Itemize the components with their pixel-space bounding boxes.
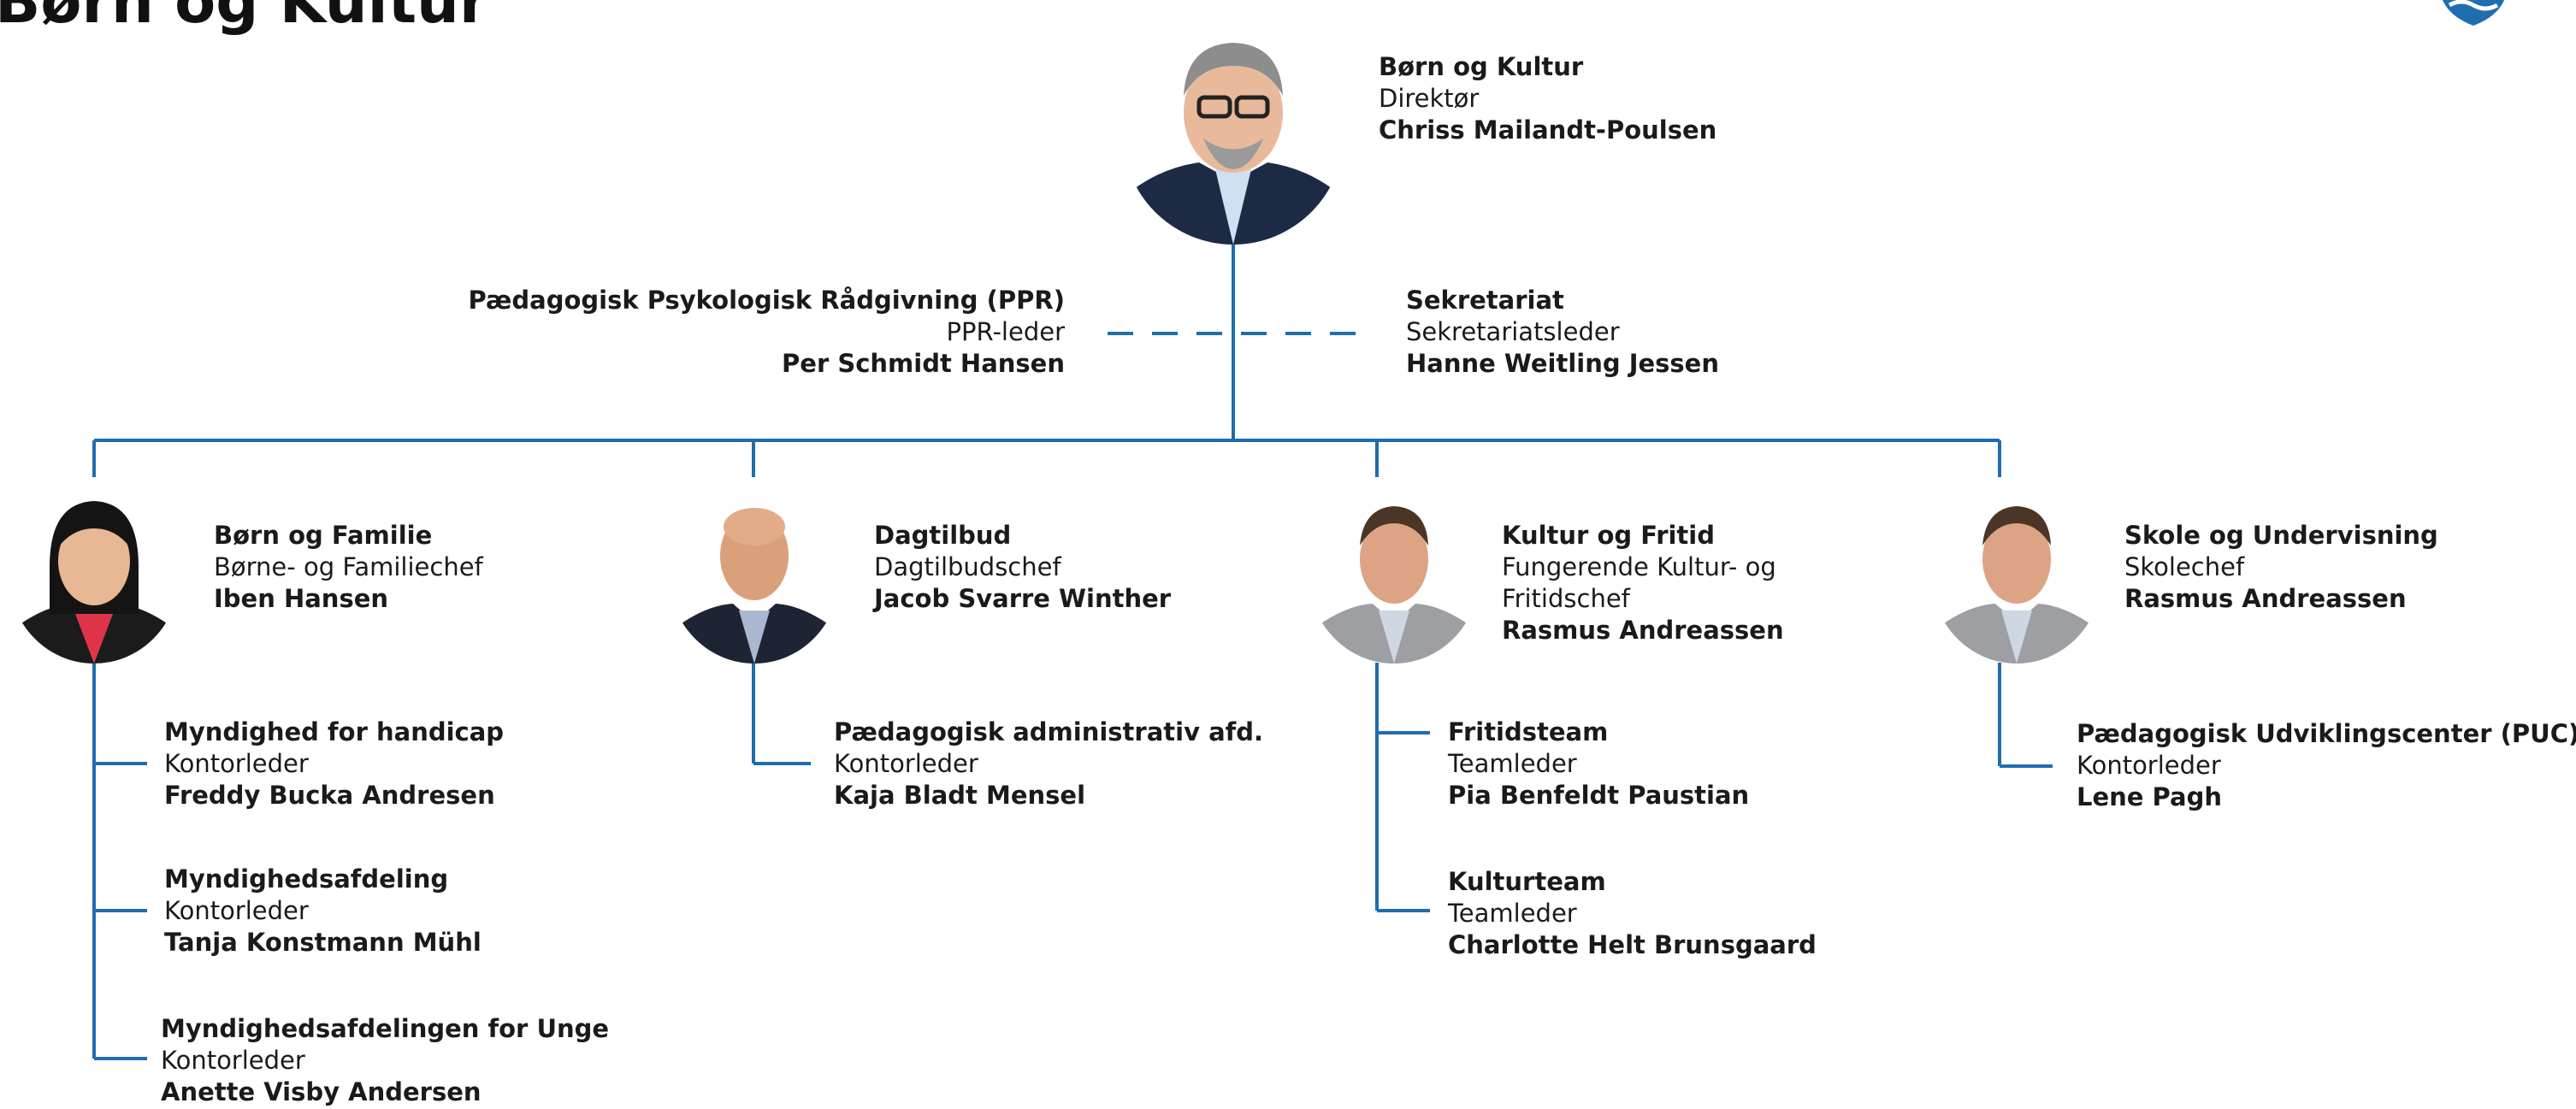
subunit-role: Kontorleder [164, 749, 309, 778]
subunit-unit: Fritidsteam [1448, 717, 1609, 746]
subunit-role: Kontorleder [2077, 751, 2221, 780]
department-person: Jacob Svarre Winther [874, 584, 1172, 613]
department-head-photo [669, 486, 840, 664]
staff-unit-ppr: Pædagogisk Psykologisk Rådgivning (PPR) … [469, 285, 1065, 380]
department-role: Fungerende Kultur- og Fritidschef [1502, 552, 1776, 613]
subunit-role: Kontorleder [164, 896, 309, 925]
department-person: Rasmus Andreassen [1502, 616, 1784, 645]
department-unit: Børn og Familie [214, 521, 433, 550]
subunit-info: Myndighedsafdeling Kontorleder Tanja Kon… [164, 864, 482, 959]
subunit-info: Pædagogisk administrativ afd. Kontorlede… [834, 717, 1263, 811]
department-role: Skolechef [2124, 552, 2245, 581]
municipality-crest-icon [2443, 0, 2504, 26]
staff-unit-role: Sekretariatsleder [1406, 317, 1620, 346]
subunit-unit: Pædagogisk Udviklingscenter (PUC) [2077, 719, 2576, 748]
director-photo [1122, 19, 1344, 245]
department-role: Dagtilbudschef [874, 552, 1061, 581]
subunit-info: Pædagogisk Udviklingscenter (PUC) Kontor… [2077, 718, 2576, 813]
department-role: Børne- og Familiechef [214, 552, 483, 581]
director-person: Chriss Mailandt-Poulsen [1379, 115, 1717, 145]
staff-unit-sekretariat: Sekretariat Sekretariatsleder Hanne Weit… [1406, 285, 1719, 380]
subunit-unit: Kulturteam [1448, 867, 1606, 896]
subunit-person: Tanja Konstmann Mühl [164, 928, 482, 957]
department-head-photo [9, 486, 180, 664]
department-unit: Kultur og Fritid [1502, 521, 1715, 550]
director-info: Børn og Kultur Direktør Chriss Mailandt-… [1379, 51, 1716, 146]
subunit-person: Anette Visby Andersen [161, 1077, 482, 1106]
staff-unit-role: PPR-leder [946, 317, 1066, 346]
subunit-info: Fritidsteam Teamleder Pia Benfeldt Paust… [1448, 717, 1749, 811]
department-info: Børn og Familie Børne- og Familiechef Ib… [214, 520, 483, 615]
department-unit: Skole og Undervisning [2124, 521, 2438, 550]
department-info: Dagtilbud Dagtilbudschef Jacob Svarre Wi… [874, 520, 1171, 615]
director-unit: Børn og Kultur [1379, 52, 1584, 81]
page-title: Børn og Kultur [0, 0, 489, 37]
subunit-info: Kulturteam Teamleder Charlotte Helt Brun… [1448, 866, 1817, 961]
staff-unit-name: Pædagogisk Psykologisk Rådgivning (PPR) [468, 286, 1065, 315]
department-unit: Dagtilbud [874, 521, 1012, 550]
subunit-unit: Myndighedsafdelingen for Unge [161, 1014, 610, 1043]
department-head-photo [1309, 486, 1480, 664]
department-head-photo [1931, 486, 2102, 664]
director-role: Direktør [1379, 84, 1480, 113]
subunit-unit: Myndighed for handicap [164, 717, 505, 746]
department-person: Rasmus Andreassen [2124, 584, 2407, 613]
subunit-info: Myndighed for handicap Kontorleder Fredd… [164, 717, 504, 811]
staff-unit-name: Sekretariat [1406, 286, 1564, 315]
subunit-role: Kontorleder [834, 749, 978, 778]
subunit-person: Pia Benfeldt Paustian [1448, 781, 1750, 810]
staff-unit-person: Hanne Weitling Jessen [1406, 349, 1719, 378]
subunit-role: Teamleder [1448, 749, 1577, 778]
subunit-info: Myndighedsafdelingen for Unge Kontorlede… [161, 1013, 609, 1108]
subunit-unit: Myndighedsafdeling [164, 864, 449, 894]
subunit-unit: Pædagogisk administrativ afd. [834, 717, 1264, 746]
subunit-role: Teamleder [1448, 899, 1577, 928]
subunit-person: Charlotte Helt Brunsgaard [1448, 930, 1817, 959]
subunit-role: Kontorleder [161, 1046, 305, 1075]
department-info: Skole og Undervisning Skolechef Rasmus A… [2124, 520, 2438, 615]
department-person: Iben Hansen [214, 584, 389, 613]
subunit-person: Freddy Bucka Andresen [164, 781, 495, 810]
subunit-person: Kaja Bladt Mensel [834, 781, 1086, 810]
department-info: Kultur og Fritid Fungerende Kultur- og F… [1502, 520, 1827, 646]
subunit-person: Lene Pagh [2077, 782, 2223, 811]
staff-unit-person: Per Schmidt Hansen [782, 349, 1065, 378]
